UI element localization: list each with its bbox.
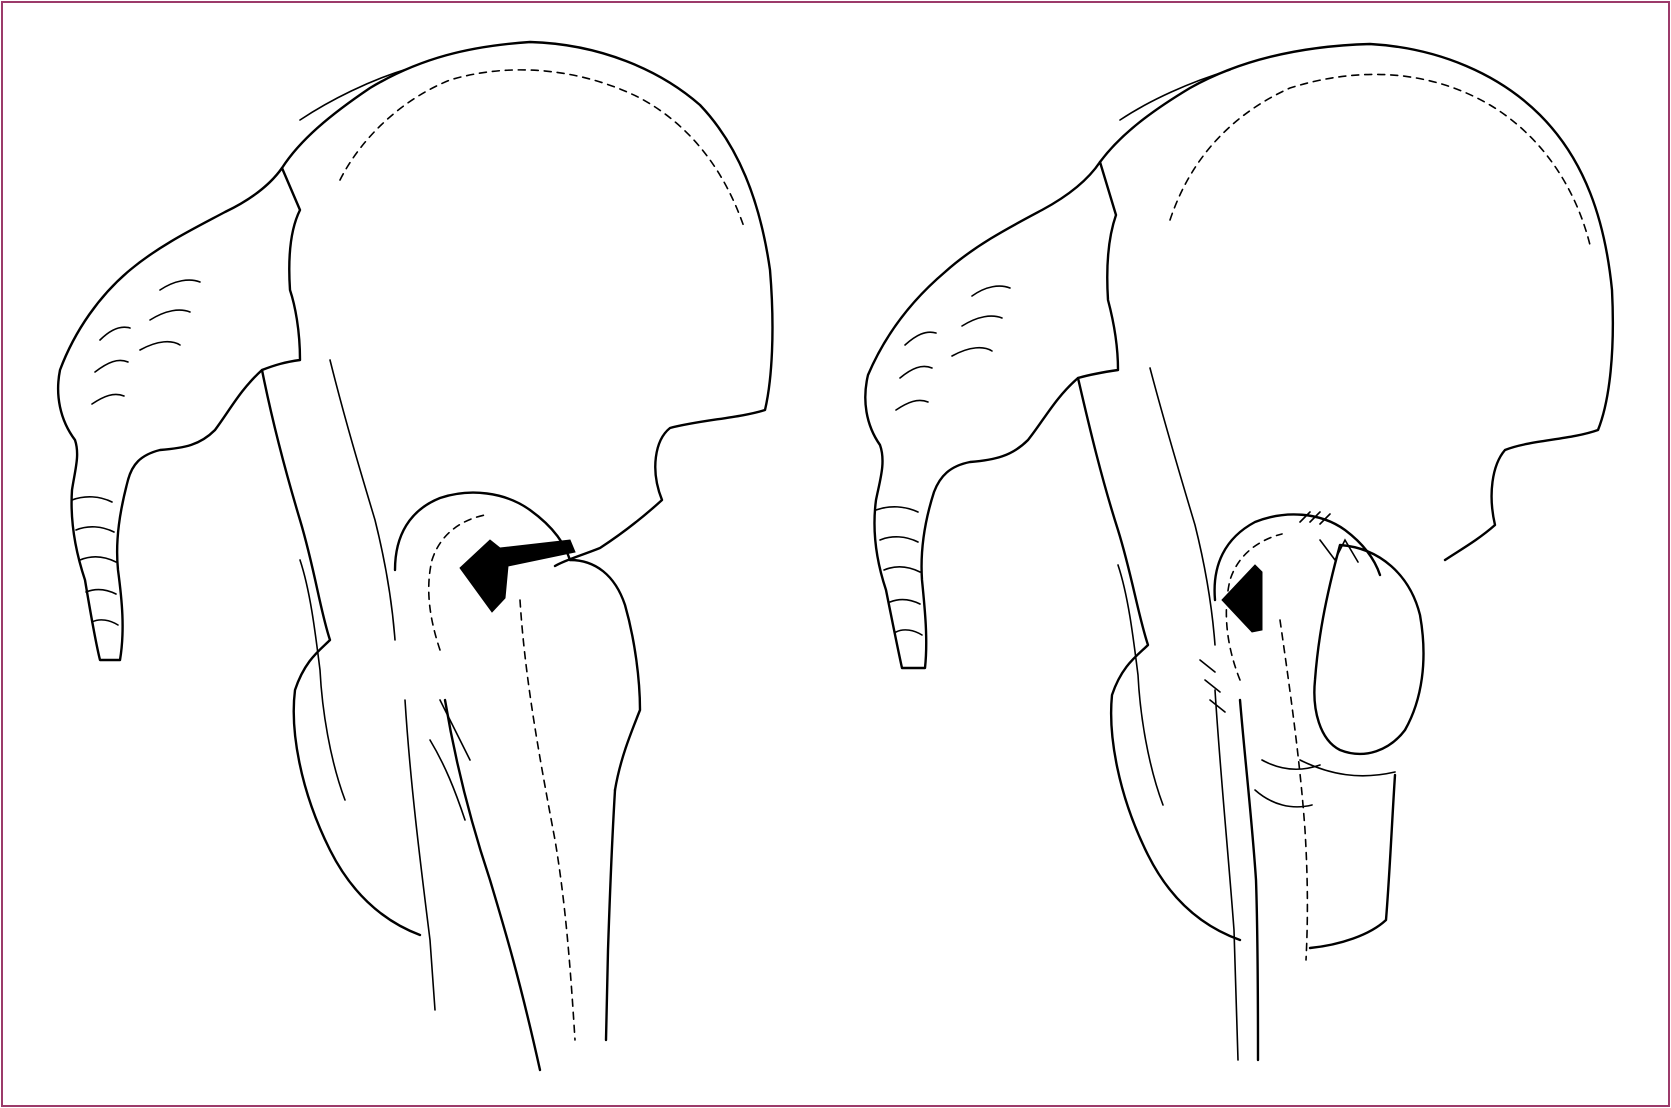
right-greater-trochanter bbox=[1314, 545, 1423, 754]
right-ischium bbox=[1078, 378, 1240, 940]
right-joint-hatching bbox=[1200, 512, 1330, 712]
left-femoral-shaft-lateral bbox=[606, 790, 615, 1040]
right-coccyx-segments bbox=[876, 507, 922, 635]
left-ischium bbox=[262, 370, 420, 935]
left-femoral-shaft-medial bbox=[445, 700, 540, 1070]
right-arrow-marker bbox=[1222, 565, 1262, 632]
left-obturator-outline bbox=[300, 560, 345, 800]
left-sacral-foramina bbox=[92, 280, 200, 404]
left-ilium-outline bbox=[282, 42, 772, 566]
right-hip-panel bbox=[865, 44, 1613, 1060]
left-thigh-line bbox=[405, 700, 435, 1010]
left-hip-panel bbox=[58, 42, 772, 1070]
right-sacrum bbox=[865, 162, 1118, 668]
left-greater-trochanter bbox=[570, 560, 640, 790]
left-femoral-shaft-inner bbox=[520, 600, 575, 1040]
right-obturator-outline bbox=[1118, 565, 1163, 805]
right-femoral-shaft-medial bbox=[1240, 700, 1258, 1060]
left-lesser-trochanter bbox=[430, 700, 470, 820]
right-thigh-line bbox=[1215, 690, 1238, 1060]
right-femoral-shaft-inner bbox=[1280, 620, 1307, 960]
right-ilium-inner-crest bbox=[1170, 74, 1590, 245]
right-ilium-outline bbox=[1100, 44, 1613, 560]
left-sacrum bbox=[58, 168, 300, 660]
left-ischial-inner bbox=[330, 360, 395, 640]
right-ischial-inner bbox=[1150, 368, 1215, 645]
right-femoral-shaft-lateral bbox=[1310, 775, 1395, 948]
left-arrow-marker bbox=[460, 540, 575, 612]
right-lesser-trochanter bbox=[1255, 760, 1320, 807]
